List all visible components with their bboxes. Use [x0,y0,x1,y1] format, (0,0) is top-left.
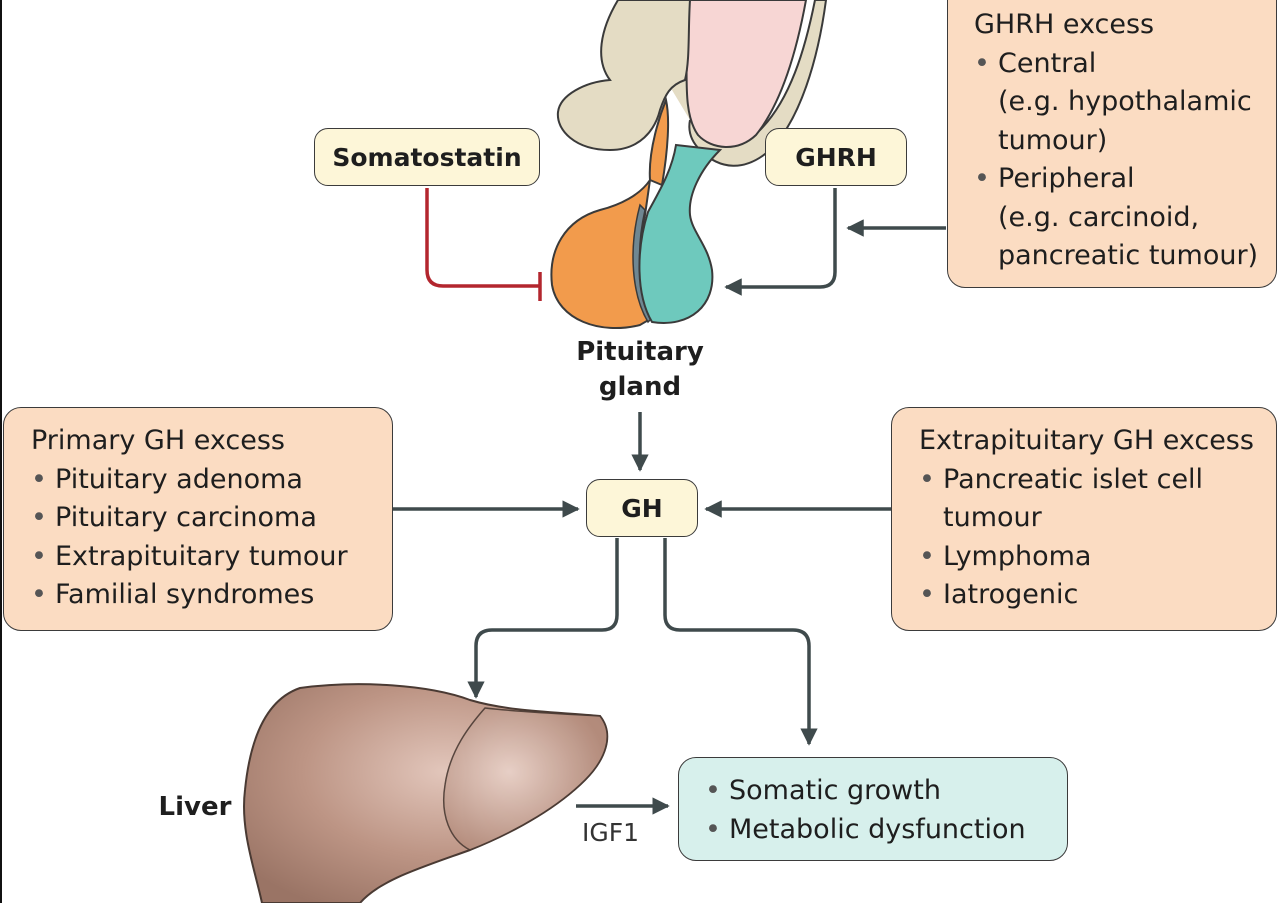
extrapituitary-gh-excess-item: Iatrogenic [919,576,1276,615]
liver-label: Liver [158,792,232,822]
primary-gh-excess-item: Familial syndromes [31,576,392,615]
extrapituitary-gh-excess-item: Pancreatic islet cell tumour [919,461,1276,538]
igf1-label: IGF1 [582,818,640,847]
primary-gh-excess-item: Pituitary carcinoma [31,499,392,538]
extrapituitary-gh-excess-item: Lymphoma [919,538,1276,577]
item-text: tumour [943,502,1042,533]
gh-to-liver-arrow [467,538,619,699]
hypothalamus-illustration [556,0,828,167]
extrapituitary-gh-excess-title: Extrapituitary GH excess [919,425,1254,456]
ghrh-excess-item: Peripheral (e.g. carcinoid, pancreatic t… [974,160,1276,276]
item-text: Pancreatic islet cell [943,463,1204,495]
effect-item: Metabolic dysfunction [705,811,1047,850]
ghrh-excess-item: Central (e.g. hypothalamic tumour) [974,45,1276,161]
left-border [0,0,2,903]
pituitary-label-line1: Pituitary [576,337,704,367]
item-detail: pancreatic tumour) [998,240,1259,271]
pituitary-label-line2: gland [598,372,682,402]
ghrh-text: GHRH [795,142,877,172]
somatostatin-label: Somatostatin [314,128,540,186]
item-detail: (e.g. carcinoid, [998,201,1200,233]
gh-text: GH [621,493,663,523]
item-label: Central [998,47,1097,79]
somatostatin-inhibition-line [425,188,540,288]
effect-item: Somatic growth [705,772,1047,811]
effects-box: Somatic growth Metabolic dysfunction [678,757,1068,861]
ghrh-excess-title: GHRH excess [974,9,1155,40]
gh-label: GH [586,479,698,537]
pituitary-gland-illustration [550,96,723,329]
item-label: Peripheral [998,163,1135,194]
gh-to-effects-arrow [663,538,818,746]
primary-gh-excess-title: Primary GH excess [31,425,285,456]
ghrh-to-pituitary-arrow [724,188,837,296]
liver-illustration [243,683,609,903]
ghrh-excess-box: GHRH excess Central (e.g. hypothalamic t… [947,0,1277,288]
ghrh-label: GHRH [765,128,907,186]
primary-gh-excess-item: Pituitary adenoma [31,461,392,500]
pituitary-gland-label: Pituitary gland [560,335,720,405]
primary-gh-excess-item: Extrapituitary tumour [31,538,392,577]
somatostatin-text: Somatostatin [332,142,522,172]
primary-gh-excess-box: Primary GH excess Pituitary adenoma Pitu… [3,407,393,631]
item-detail: tumour) [998,124,1108,156]
item-detail: (e.g. hypothalamic [998,86,1252,117]
extrapituitary-gh-excess-box: Extrapituitary GH excess Pancreatic isle… [891,407,1277,631]
